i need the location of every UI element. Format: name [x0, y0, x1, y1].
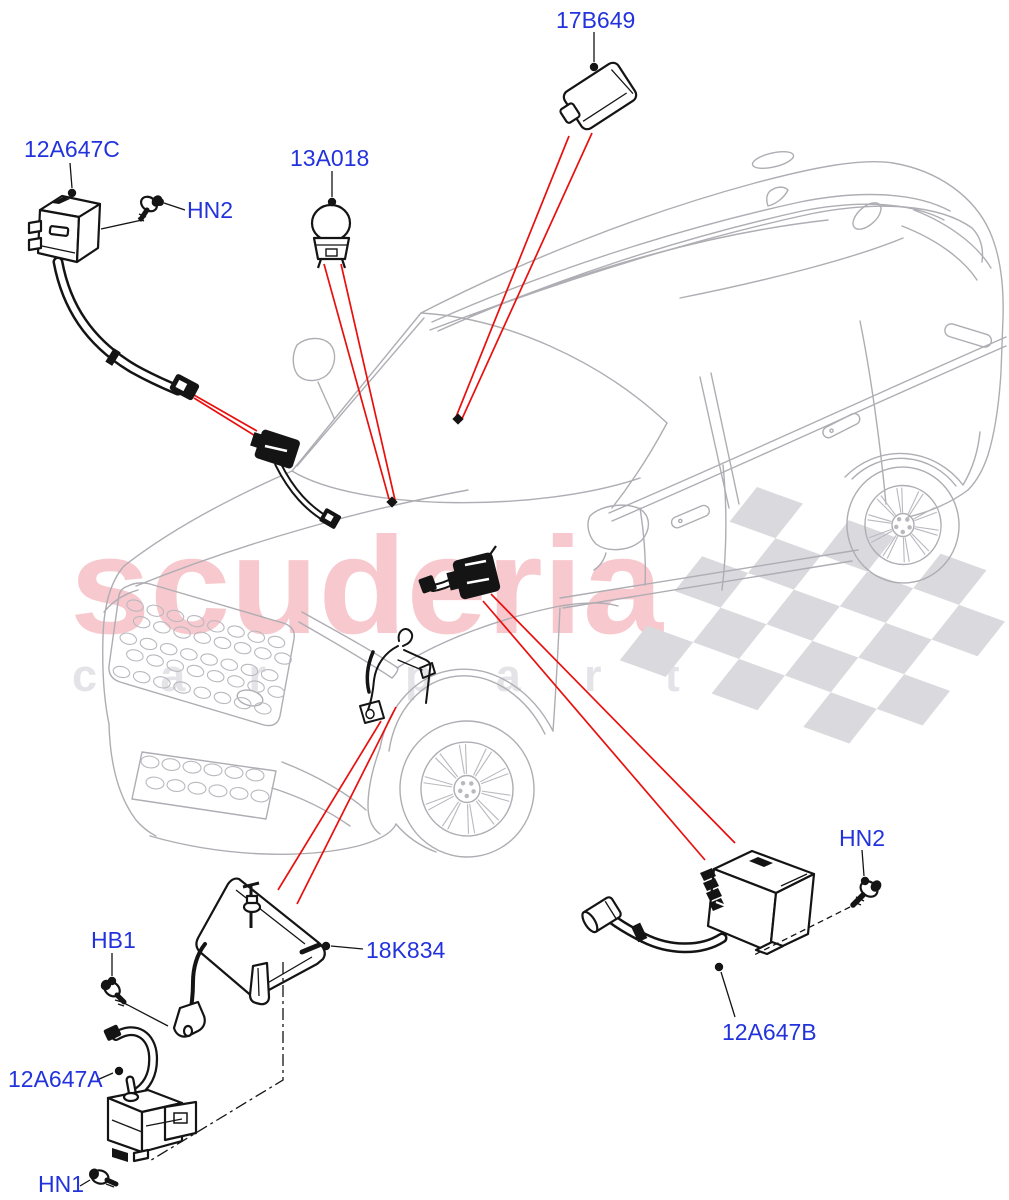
grille-mesh — [112, 599, 292, 803]
part-12a647b-drawing — [581, 849, 816, 956]
part-12a647c-drawing — [27, 194, 200, 401]
part-hb1-screw — [100, 979, 169, 1027]
part-label-HN2-top[interactable]: HN2 — [187, 197, 233, 223]
part-label-12A647C[interactable]: 12A647C — [24, 136, 120, 162]
part-hn1-screw — [88, 1168, 119, 1188]
part-label-13A018[interactable]: 13A018 — [290, 145, 369, 171]
insitu-bracket — [359, 628, 436, 724]
part-label-18K834[interactable]: 18K834 — [366, 937, 446, 963]
location-markers — [386, 413, 464, 508]
part-label-HN1[interactable]: HN1 — [38, 1171, 84, 1197]
part-label-12A647A[interactable]: 12A647A — [8, 1066, 103, 1092]
label-leader-lines — [69, 32, 865, 1187]
label-anchor-dots — [67, 62, 870, 1076]
checkered-flag-watermark — [619, 487, 1005, 744]
red-leader-lines — [186, 132, 736, 905]
part-label-HN2-bottom[interactable]: HN2 — [839, 825, 885, 851]
insitu-sensor-cowl — [250, 429, 342, 529]
watermark: scuderia car parts — [70, 487, 1005, 744]
part-18k834-drawing — [172, 877, 326, 1038]
part-label-12A647B[interactable]: 12A647B — [722, 1019, 817, 1045]
part-hn2-top-screw — [100, 195, 163, 230]
insitu-sensor-hood — [418, 545, 501, 600]
part-label-17B649[interactable]: 17B649 — [556, 7, 635, 33]
part-12a647a-drawing — [103, 1024, 198, 1163]
wheel-spokes — [423, 487, 939, 834]
part-17b649-drawing — [559, 61, 638, 131]
vehicle-line-art — [102, 151, 1007, 858]
part-13a018-drawing — [310, 203, 352, 269]
part-label-HB1[interactable]: HB1 — [91, 927, 136, 953]
